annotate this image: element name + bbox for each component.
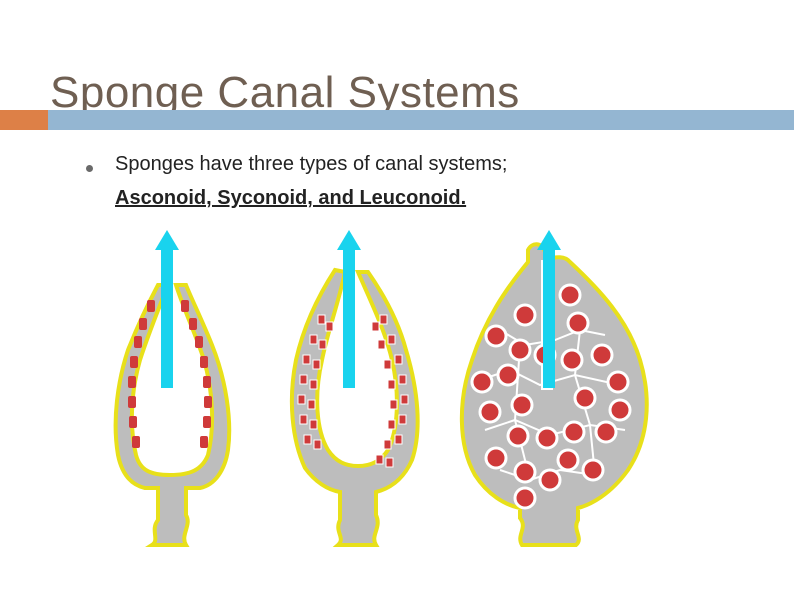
arrow-up-icon — [337, 230, 361, 250]
asconoid-water-flow — [161, 248, 173, 388]
arrow-up-icon — [537, 230, 561, 250]
asconoid-diagram — [116, 230, 230, 545]
leuconoid-water-flow — [543, 248, 555, 388]
leuconoid-diagram — [462, 230, 647, 545]
syconoid-diagram — [292, 230, 418, 545]
syconoid-water-flow — [343, 248, 355, 388]
arrow-up-icon — [155, 230, 179, 250]
